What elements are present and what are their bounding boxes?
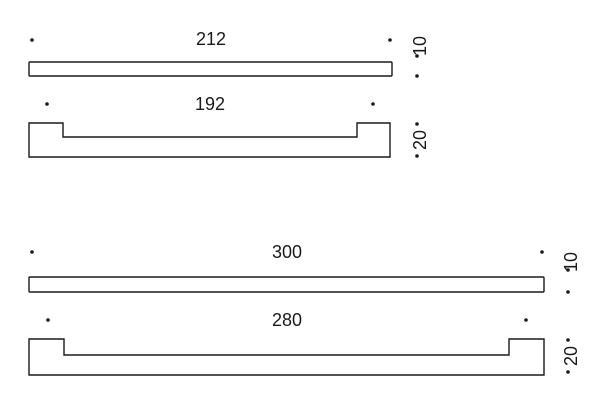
lower-u-handle xyxy=(28,338,545,376)
lower-handle-length-label: 280 xyxy=(272,310,302,330)
lower-set: 300 10 280 20 xyxy=(28,242,581,376)
lower-handle-height-label: 20 xyxy=(561,346,581,366)
lower-bar-thickness-label: 10 xyxy=(561,252,581,272)
dimension-dot xyxy=(45,102,49,106)
upper-bar-thickness-label: 10 xyxy=(410,36,430,56)
dimension-dot xyxy=(30,250,34,254)
dimension-dot xyxy=(566,338,570,342)
dimension-dot xyxy=(540,250,544,254)
dimension-dot xyxy=(566,268,570,272)
dimension-dot xyxy=(566,290,570,294)
upper-bar-length-label: 212 xyxy=(196,29,226,49)
dimension-dot xyxy=(415,122,419,126)
dimension-dot xyxy=(388,38,392,42)
dimension-dot xyxy=(46,318,50,322)
dimension-dot xyxy=(415,54,419,58)
dimension-dot xyxy=(30,38,34,42)
lower-bar-length-label: 300 xyxy=(272,242,302,262)
upper-handle-length-label: 192 xyxy=(195,94,225,114)
dimension-dot xyxy=(371,102,375,106)
dimension-dot xyxy=(415,74,419,78)
dimension-dot xyxy=(566,370,570,374)
upper-flat-bar xyxy=(28,61,393,77)
upper-u-handle xyxy=(28,122,391,158)
lower-flat-bar xyxy=(28,276,545,293)
upper-set: 212 10 192 20 xyxy=(28,29,430,158)
upper-handle-height-label: 20 xyxy=(410,130,430,150)
dimension-dot xyxy=(524,318,528,322)
dimension-dot xyxy=(415,154,419,158)
